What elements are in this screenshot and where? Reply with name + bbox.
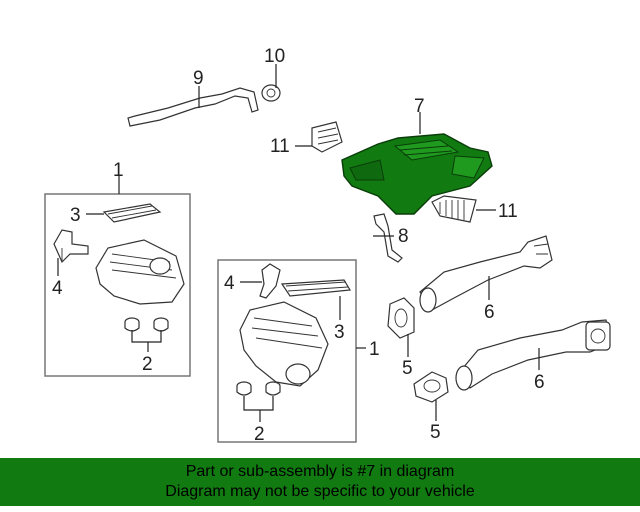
callout-5-lower: 5: [430, 422, 441, 443]
sensor-part-4-left[interactable]: [53, 229, 89, 264]
intake-coupler-part-11-upper[interactable]: [311, 121, 343, 153]
hose-clamp-part-10[interactable]: [261, 84, 281, 102]
gasket-part-5-lower[interactable]: [413, 371, 449, 403]
notice-line-part: Part or sub-assembly is #7 in diagram: [185, 463, 455, 480]
callout-5-upper: 5: [402, 358, 413, 379]
intake-tube-part-6-upper[interactable]: [419, 235, 553, 313]
sensor-part-4-right[interactable]: [259, 263, 281, 299]
air-filter-part-3-left[interactable]: [102, 203, 162, 223]
assembly-box-left: [44, 193, 191, 377]
grommets-part-2-right[interactable]: [236, 381, 281, 396]
assembly-box-right: [217, 259, 357, 443]
parts-diagram: 10 9 7 11 11 8 6 6 5 5 1 3 4 2 4 3 1 2: [44, 46, 611, 445]
callout-4-left: 4: [52, 278, 63, 299]
callout-3-left: 3: [70, 205, 81, 226]
breather-hose-part-9[interactable]: [127, 87, 259, 127]
air-cleaner-housing-part-1-right[interactable]: [239, 301, 329, 387]
air-cleaner-housing-part-1-left[interactable]: [95, 239, 185, 305]
callout-7: 7: [414, 96, 425, 117]
callout-11-lower: 11: [498, 201, 518, 222]
callout-2-right: 2: [254, 424, 265, 445]
leader-lines: [57, 64, 540, 422]
intake-tube-part-6-lower[interactable]: [455, 319, 611, 391]
vehicle-fit-notice: Part or sub-assembly is #7 in diagram Di…: [0, 458, 640, 506]
notice-line-disclaimer: Diagram may not be specific to your vehi…: [165, 483, 475, 500]
callout-9: 9: [193, 68, 204, 89]
callout-3-right: 3: [334, 322, 345, 343]
callout-8: 8: [398, 226, 409, 247]
callout-2-left: 2: [142, 354, 153, 375]
callout-1-left: 1: [113, 160, 124, 181]
callout-6-lower: 6: [534, 372, 545, 393]
grommets-part-2-left[interactable]: [124, 317, 169, 332]
callout-10: 10: [264, 46, 285, 67]
callout-6-upper: 6: [484, 302, 495, 323]
callout-4-right: 4: [224, 273, 235, 294]
resonator-part-7[interactable]: [341, 133, 493, 215]
callout-1-right: 1: [369, 339, 380, 360]
air-filter-part-3-right[interactable]: [280, 279, 352, 297]
gasket-part-5-upper[interactable]: [387, 297, 415, 339]
bracket-part-8[interactable]: [373, 213, 403, 263]
duct-hose-part-11-lower[interactable]: [431, 195, 477, 223]
callout-11-upper: 11: [270, 136, 290, 157]
